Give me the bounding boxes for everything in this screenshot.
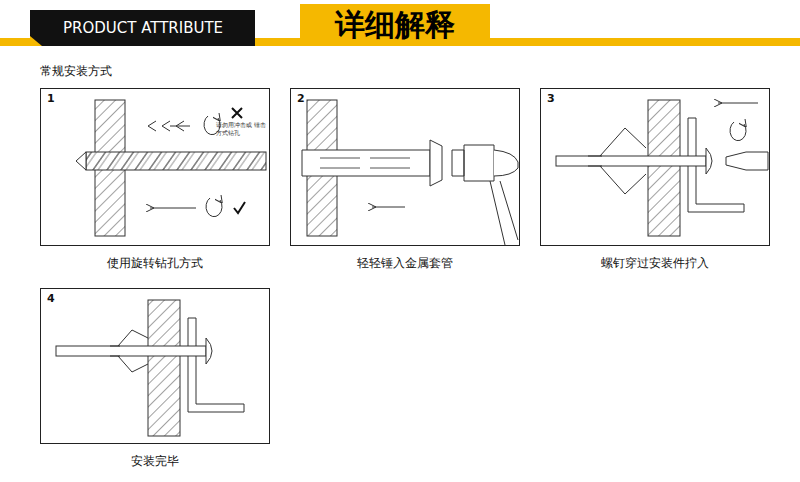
screw-figure — [556, 100, 768, 236]
step-caption: 轻轻锤入金属套管 — [291, 255, 519, 272]
page-title: 详细解释 — [300, 4, 490, 46]
step-panel: 4安装完毕 — [40, 288, 270, 444]
step-panel: 2轻轻锤入金属套管 — [290, 88, 520, 246]
title-band — [300, 4, 490, 46]
step-panel: 3螺钉穿过安装件拧入 — [540, 88, 770, 246]
step-number: 1 — [47, 92, 55, 105]
step-panel: 1使用旋转钻孔方式 — [40, 88, 270, 246]
header-tab-text: PRODUCT ATTRIBUTE — [34, 10, 252, 46]
section-heading: 常规安装方式 — [40, 63, 180, 80]
step-number: 4 — [47, 292, 55, 305]
step-number: 2 — [297, 92, 305, 105]
warning-note: 请勿用冲击或 锤击方式钻孔 — [216, 121, 268, 137]
step-number: 3 — [547, 92, 555, 105]
step-caption: 安装完毕 — [41, 453, 269, 470]
drill-figure — [76, 100, 266, 236]
header-tab — [30, 10, 255, 46]
installed-figure — [56, 300, 244, 436]
step-caption: 螺钉穿过安装件拧入 — [541, 255, 769, 272]
hammer-figure — [302, 100, 518, 245]
step-caption: 使用旋转钻孔方式 — [41, 255, 269, 272]
